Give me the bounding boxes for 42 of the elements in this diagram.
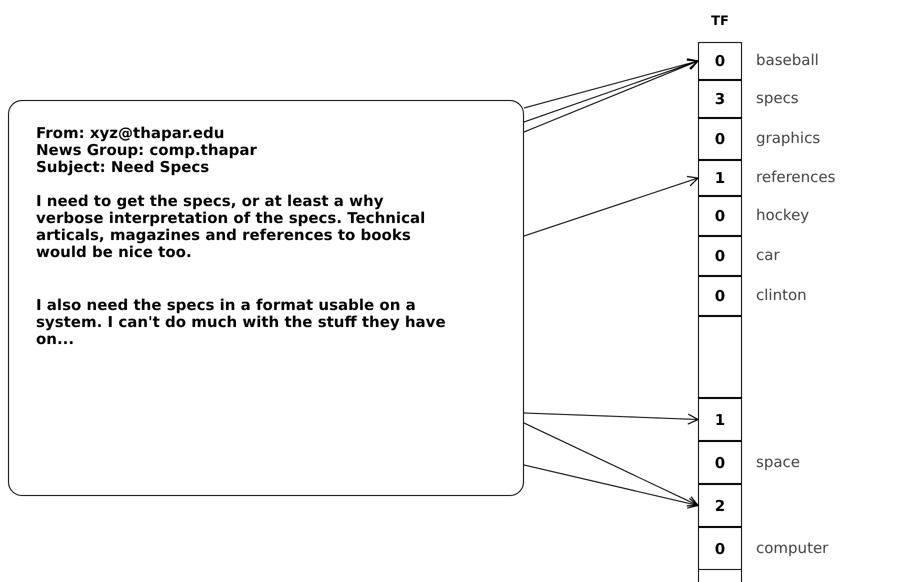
message-text: News Group: comp.thapar [36,142,258,159]
count-cell [698,484,742,527]
arrow [524,176,699,236]
count-value: 0 [714,540,726,558]
count-value: 1 [714,169,726,187]
term-label: graphics [756,129,820,147]
arrow [524,58,699,108]
count-value: 3 [714,90,726,108]
count-value: 0 [714,207,726,225]
arrow [524,422,699,506]
count-value: 0 [714,247,726,265]
count-value: 2 [714,496,726,514]
count-value: 0 [714,454,726,472]
count-value: 0 [714,52,726,70]
count-cell [698,196,742,236]
message-text: I also need the specs in a format usable on a system. I can't do much with the stuff they have on... [36,297,446,348]
term-label: hockey [756,206,810,224]
count-cell [698,118,742,160]
message-text: I need to get the specs, or at least a why verbose interpretation of the specs. Technical articals, magazines and references to books would be nice too. [36,193,426,261]
count-cell [698,276,742,316]
arrow [524,412,699,425]
message-text: Subject: Need Specs [36,159,210,176]
term-label: clinton [756,286,807,304]
term-label: specs [756,89,799,107]
term-label: computer [756,538,828,556]
term-label: references [756,168,836,186]
term-label: space [756,452,800,470]
count-cell [698,80,742,118]
count-cell [698,236,742,276]
term-label: baseball [756,51,819,69]
count-value: 1 [714,410,726,428]
count-cell [698,527,742,570]
count-value: 0 [714,130,726,148]
message-text: From: xyz@thapar.edu [36,125,226,142]
message-box [8,100,524,496]
count-cell [698,398,742,441]
count-value: 0 [714,287,726,305]
count-cell [698,441,742,484]
count-cell [698,160,742,196]
term-label: car [756,246,780,264]
column-heading: TF [710,14,730,29]
arrow [524,464,699,509]
